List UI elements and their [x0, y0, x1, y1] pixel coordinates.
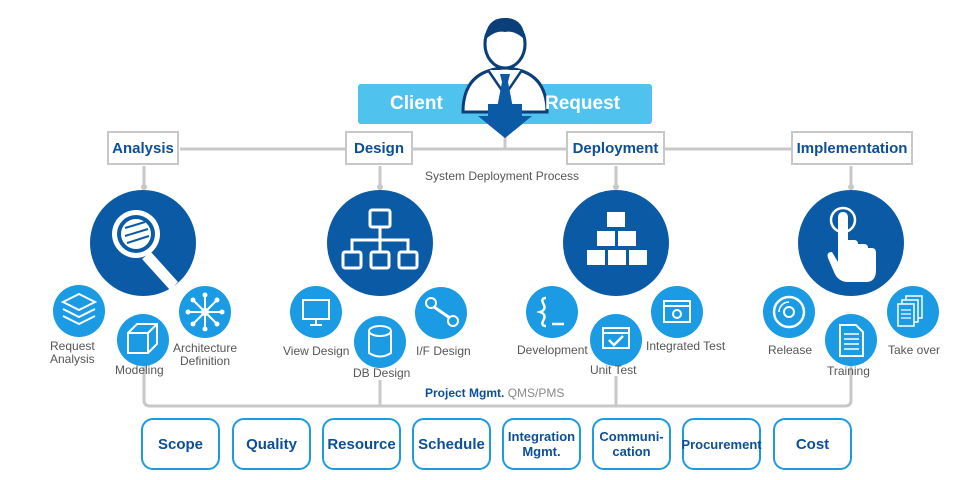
take-over-documents-icon	[887, 286, 939, 338]
phase-down-connectors	[142, 166, 853, 185]
phase-deployment: Deployment	[566, 131, 665, 165]
client-label: Client	[390, 93, 443, 114]
release-disc-icon	[763, 286, 815, 338]
connector-dots	[141, 184, 854, 190]
project-mgmt-title: Project Mgmt.	[425, 386, 505, 400]
caption-take-over: Take over	[888, 343, 941, 357]
caption-view-design: View Design	[283, 344, 350, 358]
caption-unit-test: Unit Test	[590, 363, 637, 377]
mgmt-resource: Resource	[322, 418, 401, 470]
deployment-blocks-icon	[563, 190, 669, 296]
project-mgmt-label: Project Mgmt. QMS/PMS	[423, 386, 567, 400]
mgmt-cost: Cost	[773, 418, 852, 470]
implementation-touch-icon	[798, 190, 904, 296]
project-mgmt-bracket	[142, 365, 853, 408]
analysis-magnifier-icon	[90, 190, 196, 296]
caption-architecture-definition: Architecture Definition	[173, 341, 238, 368]
caption-training: Training	[827, 364, 870, 378]
mgmt-communication: Communi- cation	[592, 418, 671, 470]
if-design-connector-icon	[415, 287, 467, 339]
db-design-database-icon	[354, 316, 406, 368]
unit-test-check-icon	[590, 314, 642, 366]
phase-implementation: Implementation	[791, 131, 913, 165]
caption-if-design: I/F Design	[416, 344, 471, 358]
modeling-cube-icon	[117, 314, 169, 366]
process-caption: System Deployment Process	[425, 169, 580, 183]
caption-modeling: Modeling	[115, 363, 164, 377]
request-label: Request	[545, 93, 620, 114]
mgmt-procurement: Procurement	[681, 418, 762, 470]
project-mgmt-suffix: QMS/PMS	[507, 386, 565, 400]
architecture-definition-icon	[179, 286, 231, 338]
development-code-icon	[526, 286, 578, 338]
caption-release: Release	[768, 343, 813, 357]
mgmt-schedule: Schedule	[412, 418, 491, 470]
integrated-test-window-icon	[651, 286, 703, 338]
caption-development: Development	[517, 343, 588, 357]
caption-db-design: DB Design	[353, 366, 411, 380]
design-hierarchy-icon	[327, 190, 433, 296]
phase-analysis: Analysis	[107, 131, 179, 165]
training-document-icon	[825, 314, 877, 366]
request-analysis-icon	[53, 285, 105, 337]
phase-design: Design	[345, 131, 413, 165]
view-design-monitor-icon	[290, 286, 342, 338]
mgmt-integration: Integration Mgmt.	[502, 418, 581, 470]
mgmt-quality: Quality	[232, 418, 311, 470]
caption-integrated-test: Integrated Test	[646, 339, 726, 353]
caption-request-analysis: Request Analysis	[50, 339, 95, 366]
mgmt-scope: Scope	[141, 418, 220, 470]
